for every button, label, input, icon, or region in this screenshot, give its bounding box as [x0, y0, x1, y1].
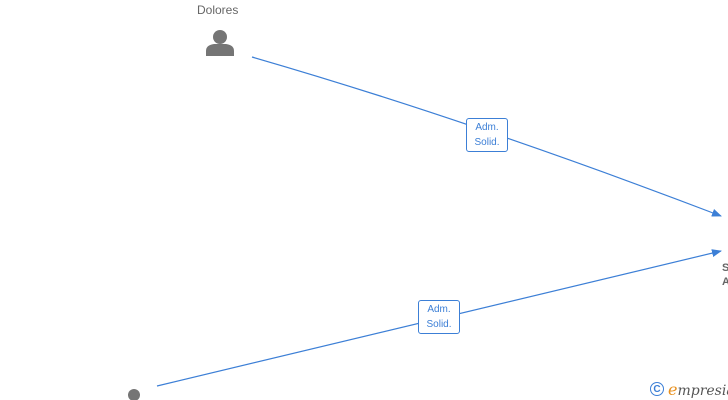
brand-rest: mpresia [677, 382, 728, 399]
person-icon[interactable] [128, 389, 140, 400]
edge-label-1: Adm. Solid. [466, 118, 508, 152]
brand-initial: e [668, 379, 678, 399]
person-icon[interactable] [206, 30, 234, 56]
brand-logo: empresia [668, 380, 728, 399]
company-name-fragment-line2[interactable]: A [722, 276, 728, 288]
person-name-dolores[interactable]: Dolores [197, 3, 239, 17]
copyright-icon: C [650, 382, 664, 396]
edge-label-1-line1: Adm. [475, 122, 499, 133]
edge-label-2-line1: Adm. [427, 304, 451, 315]
company-name-fragment-line1[interactable]: S [722, 262, 728, 274]
empresia-watermark: C empresia [650, 378, 728, 400]
edge-label-2: Adm. Solid. [418, 300, 460, 334]
edge-label-2-line2: Solid. [426, 319, 452, 330]
edge-label-1-line2: Solid. [474, 137, 500, 148]
